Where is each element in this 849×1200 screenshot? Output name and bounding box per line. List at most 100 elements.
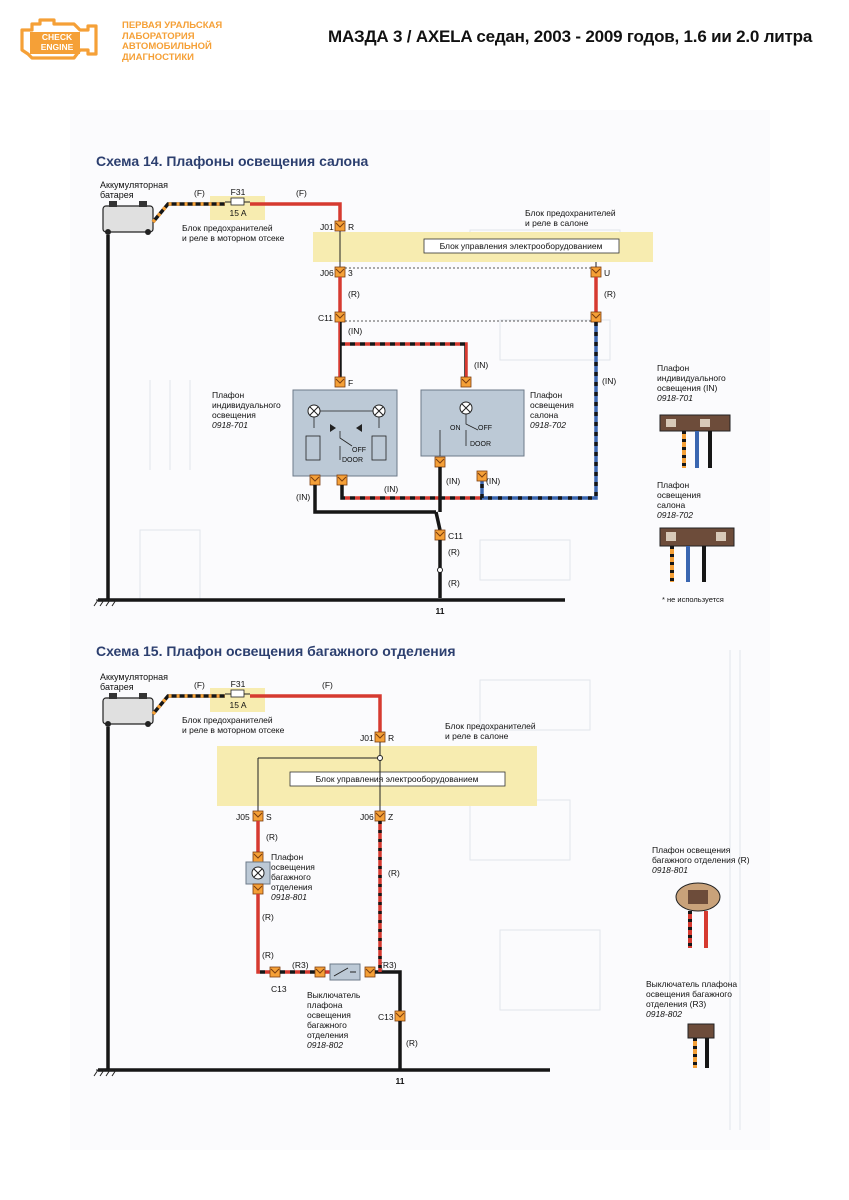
scheme14-c11: C11 <box>448 531 463 541</box>
scheme15-fuse-amp: 15 A <box>229 700 246 710</box>
wire-label: (IN) <box>384 484 398 494</box>
scheme15-engine-box-label: Блок предохранителей и реле в моторном о… <box>182 715 285 735</box>
scheme15-lamp-label: Плафон освещения багажного отделения 091… <box>271 852 317 902</box>
scheme14-j06-pin3: 3 <box>348 268 353 278</box>
scheme15-ground: 11 <box>396 1076 405 1086</box>
wire-label: (F) <box>322 680 333 690</box>
scheme14-sw-off: OFF <box>352 447 366 454</box>
connector-c11-bottom <box>434 529 446 541</box>
scheme15-switch <box>329 963 361 981</box>
logo-text: ПЕРВАЯ УРАЛЬСКАЯ ЛАБОРАТОРИЯ АВТОМОБИЛЬН… <box>122 20 223 63</box>
wire-label: (IN) <box>348 326 362 336</box>
scheme14-fuse: F31 <box>231 187 246 197</box>
scheme15-j01-pin: R <box>388 733 394 743</box>
wire-label: (R) <box>266 832 278 842</box>
scheme15-j06: J06 <box>360 812 374 822</box>
scheme14-conn1-label: Плафон индивидуального освещения (IN) 09… <box>657 363 728 403</box>
bulb-icon <box>459 401 473 415</box>
connector <box>252 883 264 895</box>
wire-label: (IN) <box>602 376 616 386</box>
scheme15-title: Схема 15. Плафон освещения багажного отд… <box>96 643 455 659</box>
ground-icon <box>93 1069 120 1077</box>
scheme14-j06: J06 <box>320 268 334 278</box>
connector <box>314 966 326 978</box>
scheme14-engine-box-label: Блок предохранителей и реле в моторном о… <box>182 223 285 243</box>
scheme14-lamp2-label: Плафон освещения салона 0918-702 <box>530 390 576 430</box>
check-engine-icon <box>20 18 98 60</box>
connector-lamp1-f <box>334 376 346 388</box>
scheme15-bcm-label: Блок управления электрооборудованием <box>316 774 479 784</box>
scheme15-j05: J05 <box>236 812 250 822</box>
wire-label: (F) <box>296 188 307 198</box>
wire-label: (R) <box>262 912 274 922</box>
scheme14-fuse-amp: 15 A <box>229 208 246 218</box>
connector-j06 <box>334 266 346 278</box>
connector-lamp2 <box>460 376 472 388</box>
connector-c13 <box>269 966 281 978</box>
wire-label: (F) <box>194 188 205 198</box>
wire-label: (IN) <box>446 476 460 486</box>
page-title: МАЗДА 3 / AXELA седан, 2003 - 2009 годов… <box>328 27 813 46</box>
scheme14-battery-label: Аккумуляторная батарея <box>100 180 171 200</box>
scheme15-c13: C13 <box>271 984 287 994</box>
scheme14-sw-door: DOOR <box>470 441 491 448</box>
wire-label: (R) <box>448 547 460 557</box>
scheme14-lamp1-label: Плафон индивидуального освещения 0918-70… <box>212 390 283 430</box>
connector-0918-701-picture <box>659 414 731 468</box>
connector-j06 <box>374 810 386 822</box>
wire-label: (R) <box>348 289 360 299</box>
scheme14-fuse-icon <box>230 197 245 206</box>
connector-j05 <box>252 810 264 822</box>
ground-icon <box>93 599 120 607</box>
battery-label-1: Аккумуляторная <box>100 180 168 190</box>
scheme15-fuse: F31 <box>231 679 246 689</box>
connector-j01 <box>374 731 386 743</box>
connector <box>252 851 264 863</box>
scheme15-conn2-label: Выключатель плафона освещения багажного … <box>646 979 740 1019</box>
wire-label: (F) <box>194 680 205 690</box>
connector-j01 <box>334 220 346 232</box>
scheme14-unused-note: * не используется <box>662 595 724 604</box>
scheme15-c13: C13 <box>378 1012 394 1022</box>
scheme15-conn1-label: Плафон освещения багажного отделения (R)… <box>652 845 752 875</box>
scheme15-switch-label: Выключатель плафона освещения багажного … <box>307 990 363 1050</box>
wire-label: (R) <box>406 1038 418 1048</box>
logo-badge-line: ENGINE <box>40 42 74 52</box>
wire-label: (R) <box>388 868 400 878</box>
scheme14-sw-on: ON <box>450 425 461 432</box>
scheme14-cabin-box-label: Блок предохранителей и реле в салоне <box>525 208 618 228</box>
connector <box>336 474 348 486</box>
bulb-icon <box>372 404 386 418</box>
scheme14-j01-pin: R <box>348 222 354 232</box>
connector <box>434 456 446 468</box>
scheme14-lamp2 <box>420 389 525 457</box>
scheme14-j06-pinU: U <box>604 268 610 278</box>
logo-line: ЛАБОРАТОРИЯ <box>122 30 195 42</box>
scheme15-j06-pin: Z <box>388 812 393 822</box>
bulb-icon <box>307 404 321 418</box>
scheme14-bcm-label: Блок управления электрооборудованием <box>440 241 603 251</box>
connector-j06-u <box>590 266 602 278</box>
wire-label: (R3) <box>292 960 309 970</box>
scheme14-j01: J01 <box>320 222 334 232</box>
battery-label-2: батарея <box>100 190 134 200</box>
connector-0918-702-picture <box>659 527 735 582</box>
connector-0918-802-picture <box>687 1023 715 1068</box>
connector-c11-u <box>590 311 602 323</box>
connector <box>309 474 321 486</box>
connector-0918-801-picture <box>675 882 721 948</box>
scheme15-fuse-icon <box>230 689 245 698</box>
wire-label: (IN) <box>296 492 310 502</box>
logo: CHECK ENGINE ПЕРВАЯ УРАЛЬСКАЯ ЛАБОРАТОРИ… <box>18 10 222 66</box>
scheme14-conn2-label: Плафон освещения салона 0918-702 <box>657 480 703 520</box>
logo-badge-line: CHECK <box>41 32 73 42</box>
scheme15-battery <box>102 693 154 727</box>
logo-line: ПЕРВАЯ УРАЛЬСКАЯ <box>122 20 223 31</box>
connector-c13 <box>394 1010 406 1022</box>
wire-label: (IN) <box>486 476 500 486</box>
wire-label: (IN) <box>474 360 488 370</box>
scheme15-cabin-box-label: Блок предохранителей и реле в салоне <box>445 721 538 741</box>
scheme14-bcm <box>423 238 620 254</box>
wire-label: (R) <box>262 950 274 960</box>
